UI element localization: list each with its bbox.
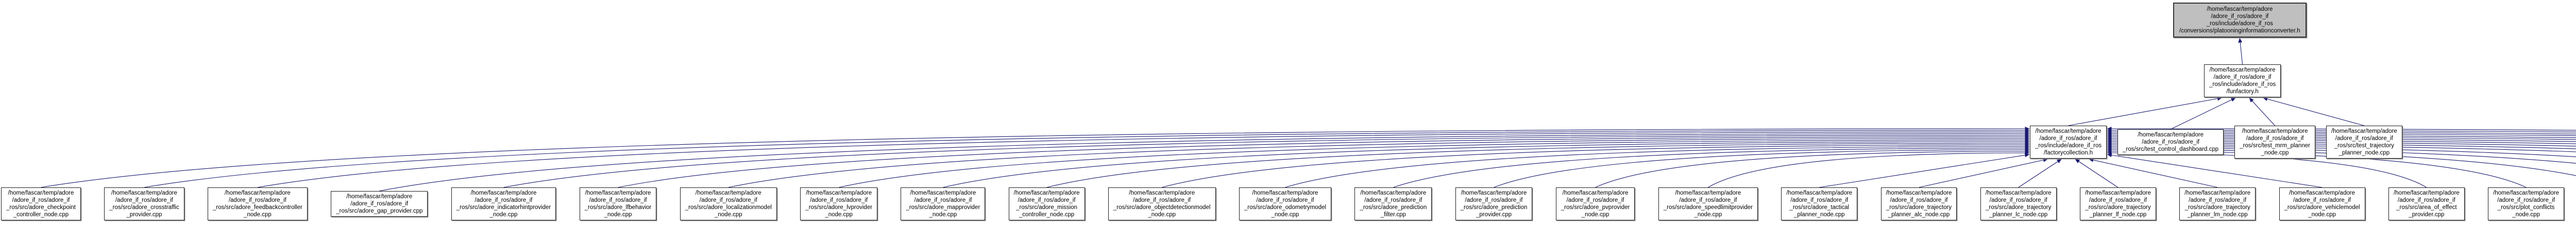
graph-node[interactable]: /home/fascar/temp/adore /adore_if_ros/ad… <box>1108 187 1216 220</box>
include-edge <box>1595 149 2030 188</box>
graph-node[interactable]: /home/fascar/temp/adore /adore_if_ros/ad… <box>680 187 777 220</box>
graph-node[interactable]: /home/fascar/temp/adore /adore_if_ros/ad… <box>1880 187 1957 220</box>
graph-node[interactable]: /home/fascar/temp/adore /adore_if_ros/ad… <box>2326 126 2402 159</box>
graph-node[interactable]: /home/fascar/temp/adore /adore_if_ros/ad… <box>1239 187 1332 220</box>
graph-node[interactable]: /home/fascar/temp/adore /adore_if_ros/ad… <box>1781 187 1858 220</box>
graph-node[interactable]: /home/fascar/temp/adore /adore_if_ros/ad… <box>1455 187 1533 220</box>
include-edge <box>1819 153 2030 188</box>
include-edge <box>2249 97 2275 126</box>
graph-node[interactable]: /home/fascar/temp/adore /adore_if_ros/ad… <box>104 187 184 220</box>
include-edge <box>1393 146 2030 188</box>
graph-node[interactable]: /home/fascar/temp/adore /adore_if_ros/ad… <box>2388 187 2465 220</box>
graph-node[interactable]: /home/fascar/temp/adore /adore_if_ros/ad… <box>800 187 878 220</box>
include-edge <box>1046 141 2030 188</box>
include-edge <box>2018 159 2062 188</box>
include-edge <box>503 133 2030 188</box>
include-edge <box>2263 97 2365 126</box>
graph-node[interactable]: /home/fascar/temp/adore /adore_if_ros/ad… <box>1980 187 2057 220</box>
graph-node-root-header: /home/fascar/temp/adore /adore_if_ros/ad… <box>2173 3 2307 38</box>
include-edge <box>379 131 2030 192</box>
include-edge <box>257 130 2030 188</box>
include-edge <box>1494 147 2030 188</box>
graph-node[interactable]: /home/fascar/temp/adore /adore_if_ros/ad… <box>451 187 556 220</box>
graph-node[interactable]: /home/fascar/temp/adore /adore_if_ros/ad… <box>1354 187 1432 220</box>
graph-node-funfactory[interactable]: /home/fascar/temp/adore /adore_if_ros/ad… <box>2204 64 2281 97</box>
include-edge <box>943 140 2030 188</box>
include-edge <box>144 128 2030 188</box>
graph-node[interactable]: /home/fascar/temp/adore /adore_if_ros/ad… <box>1 187 81 220</box>
include-edge <box>2068 96 2223 126</box>
include-edge <box>2089 158 2218 188</box>
include-edge <box>2238 38 2243 65</box>
include-edge <box>1919 158 2048 188</box>
graph-node[interactable]: /home/fascar/temp/adore /adore_if_ros/ad… <box>2179 187 2256 220</box>
include-edge <box>728 136 2030 188</box>
graph-node[interactable]: /home/fascar/temp/adore /adore_if_ros/ad… <box>2279 187 2365 220</box>
graph-node[interactable]: /home/fascar/temp/adore /adore_if_ros/ad… <box>1658 187 1758 220</box>
include-edge <box>1285 144 2030 188</box>
graph-node[interactable]: /home/fascar/temp/adore /adore_if_ros/ad… <box>331 191 428 217</box>
graph-node[interactable]: /home/fascar/temp/adore /adore_if_ros/ad… <box>901 187 986 220</box>
include-edge <box>2075 159 2119 188</box>
include-edge <box>839 137 2030 188</box>
graph-node[interactable]: /home/fascar/temp/adore /adore_if_ros/ad… <box>2488 187 2565 220</box>
include-edge <box>1708 150 2030 188</box>
graph-node[interactable]: /home/fascar/temp/adore /adore_if_ros/ad… <box>2080 187 2156 220</box>
includer-row: /home/fascar/temp/adore /adore_if_ros/ad… <box>1 185 2576 222</box>
graph-node[interactable]: /home/fascar/temp/adore /adore_if_ros/ad… <box>2117 129 2224 155</box>
edge-paths <box>41 38 2576 192</box>
include-edge <box>618 134 2030 188</box>
graph-node[interactable]: /home/fascar/temp/adore /adore_if_ros/ad… <box>579 187 657 220</box>
include-edge <box>1162 143 2030 188</box>
graph-node[interactable]: /home/fascar/temp/adore /adore_if_ros/ad… <box>207 187 308 220</box>
level3-row: /home/fascar/temp/adore /adore_if_ros/ad… <box>2030 124 2402 160</box>
graph-node[interactable]: /home/fascar/temp/adore /adore_if_ros/ad… <box>2234 126 2315 159</box>
graph-node[interactable]: /home/fascar/temp/adore /adore_if_ros/ad… <box>2030 126 2107 159</box>
graph-node[interactable]: /home/fascar/temp/adore /adore_if_ros/ad… <box>1008 187 1085 220</box>
graph-node[interactable]: /home/fascar/temp/adore /adore_if_ros/ad… <box>1555 187 1635 220</box>
include-edge <box>41 127 2030 188</box>
